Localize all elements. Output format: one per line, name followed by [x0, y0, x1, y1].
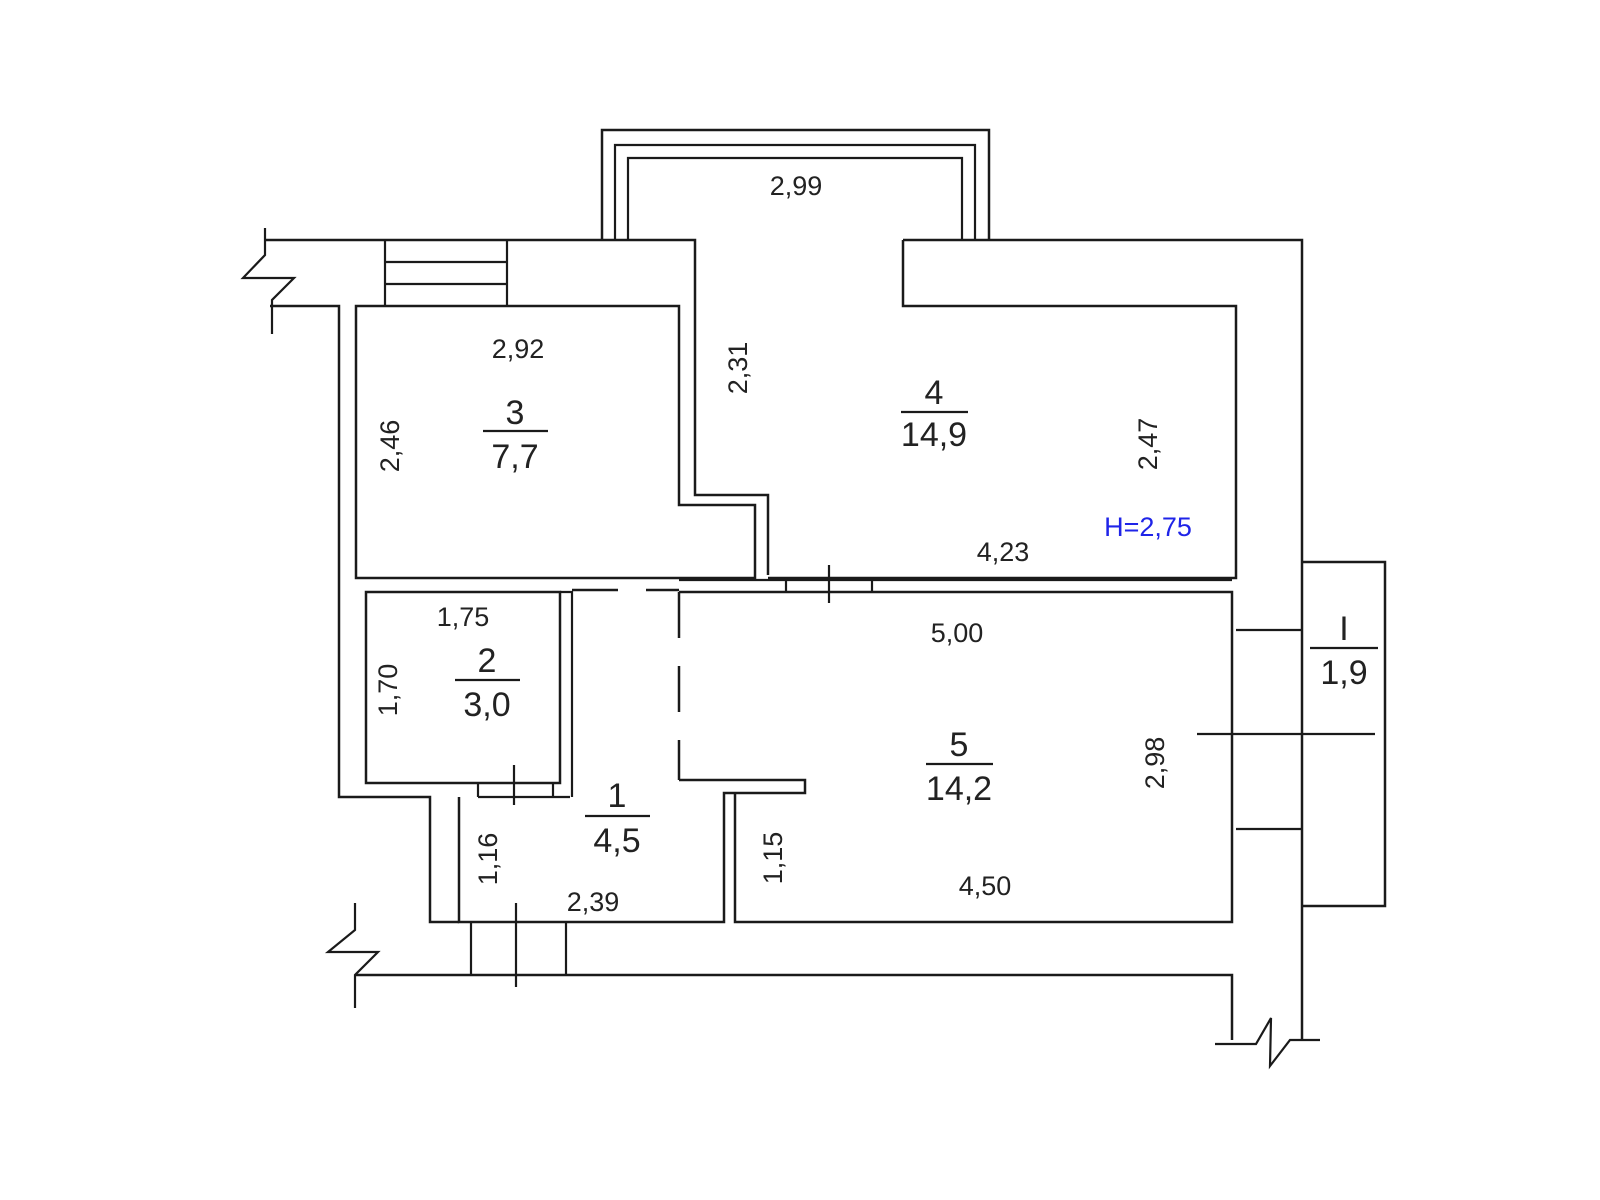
dim-room-5-left: 1,15 — [758, 832, 788, 885]
room-2-wall — [364, 590, 562, 785]
room-2-number: 2 — [478, 642, 497, 680]
room-4-number: 4 — [925, 374, 944, 412]
room-5-wall — [679, 590, 1234, 924]
bottom-outer-wall — [355, 973, 1234, 1040]
room-1-wall — [457, 778, 807, 924]
dim-balcony-top: 2,99 — [770, 171, 823, 201]
room-1-number: 1 — [608, 777, 627, 815]
dim-room-1-bottom: 2,39 — [567, 887, 620, 917]
dim-room-3-side: 2,46 — [375, 420, 405, 473]
room-5-area: 14,2 — [926, 770, 992, 808]
balcony-wall — [600, 128, 991, 240]
room-3-wall — [354, 304, 757, 580]
dim-room-2-side: 1,70 — [373, 664, 403, 717]
room-5-number: 5 — [950, 726, 969, 764]
room-4-area: 14,9 — [901, 416, 967, 454]
top-right-outer-wall — [903, 238, 1304, 1040]
break-mark-bottom-right — [1215, 1017, 1320, 1070]
room-4-wall — [768, 240, 1238, 580]
loggia-window — [1197, 628, 1375, 831]
room-3-area: 7,7 — [491, 438, 538, 476]
room-labels: 3 7,7 4 14,9 2 3,0 5 14,2 1 4,5 I 1,9 — [463, 374, 1367, 860]
room-4-door — [784, 565, 874, 603]
balcony-inner-line-2 — [626, 156, 964, 240]
dim-room-3-top: 2,92 — [492, 334, 545, 364]
room-2-area: 3,0 — [463, 686, 510, 724]
break-mark-bottom-left — [324, 903, 381, 1008]
dim-room-5-right: 2,98 — [1140, 737, 1170, 790]
ceiling-height-note: H=2,75 — [1104, 512, 1192, 542]
room-I-area: 1,9 — [1320, 654, 1367, 692]
left-outer-wall — [270, 304, 459, 924]
dim-room-4-bottom: 4,23 — [977, 537, 1030, 567]
top-outer-wall — [265, 238, 770, 575]
fraction-bars — [455, 410, 1378, 818]
dim-room-1-side: 1,16 — [473, 833, 503, 886]
balcony-inner-line — [613, 143, 977, 240]
dimension-labels: 2,99 2,92 2,46 2,31 2,47 4,23 1,75 1,70 … — [373, 171, 1192, 917]
break-mark-top-left — [240, 228, 297, 334]
dim-room-2-top: 1,75 — [437, 602, 490, 632]
room-2-outer — [560, 590, 574, 797]
dim-room-5-top: 5,00 — [931, 618, 984, 648]
dim-room-5-bottom: 4,50 — [959, 871, 1012, 901]
dim-room-4-right: 2,47 — [1133, 418, 1163, 471]
room-3-number: 3 — [506, 394, 525, 432]
loggia-wall — [1302, 560, 1387, 908]
window-room-3 — [383, 240, 509, 306]
dim-room-4-left: 2,31 — [723, 342, 753, 395]
room-2-door — [476, 765, 570, 805]
room-I-number: I — [1339, 610, 1348, 648]
walls — [240, 128, 1387, 1070]
entrance-door — [469, 903, 568, 987]
room-1-area: 4,5 — [593, 822, 640, 860]
